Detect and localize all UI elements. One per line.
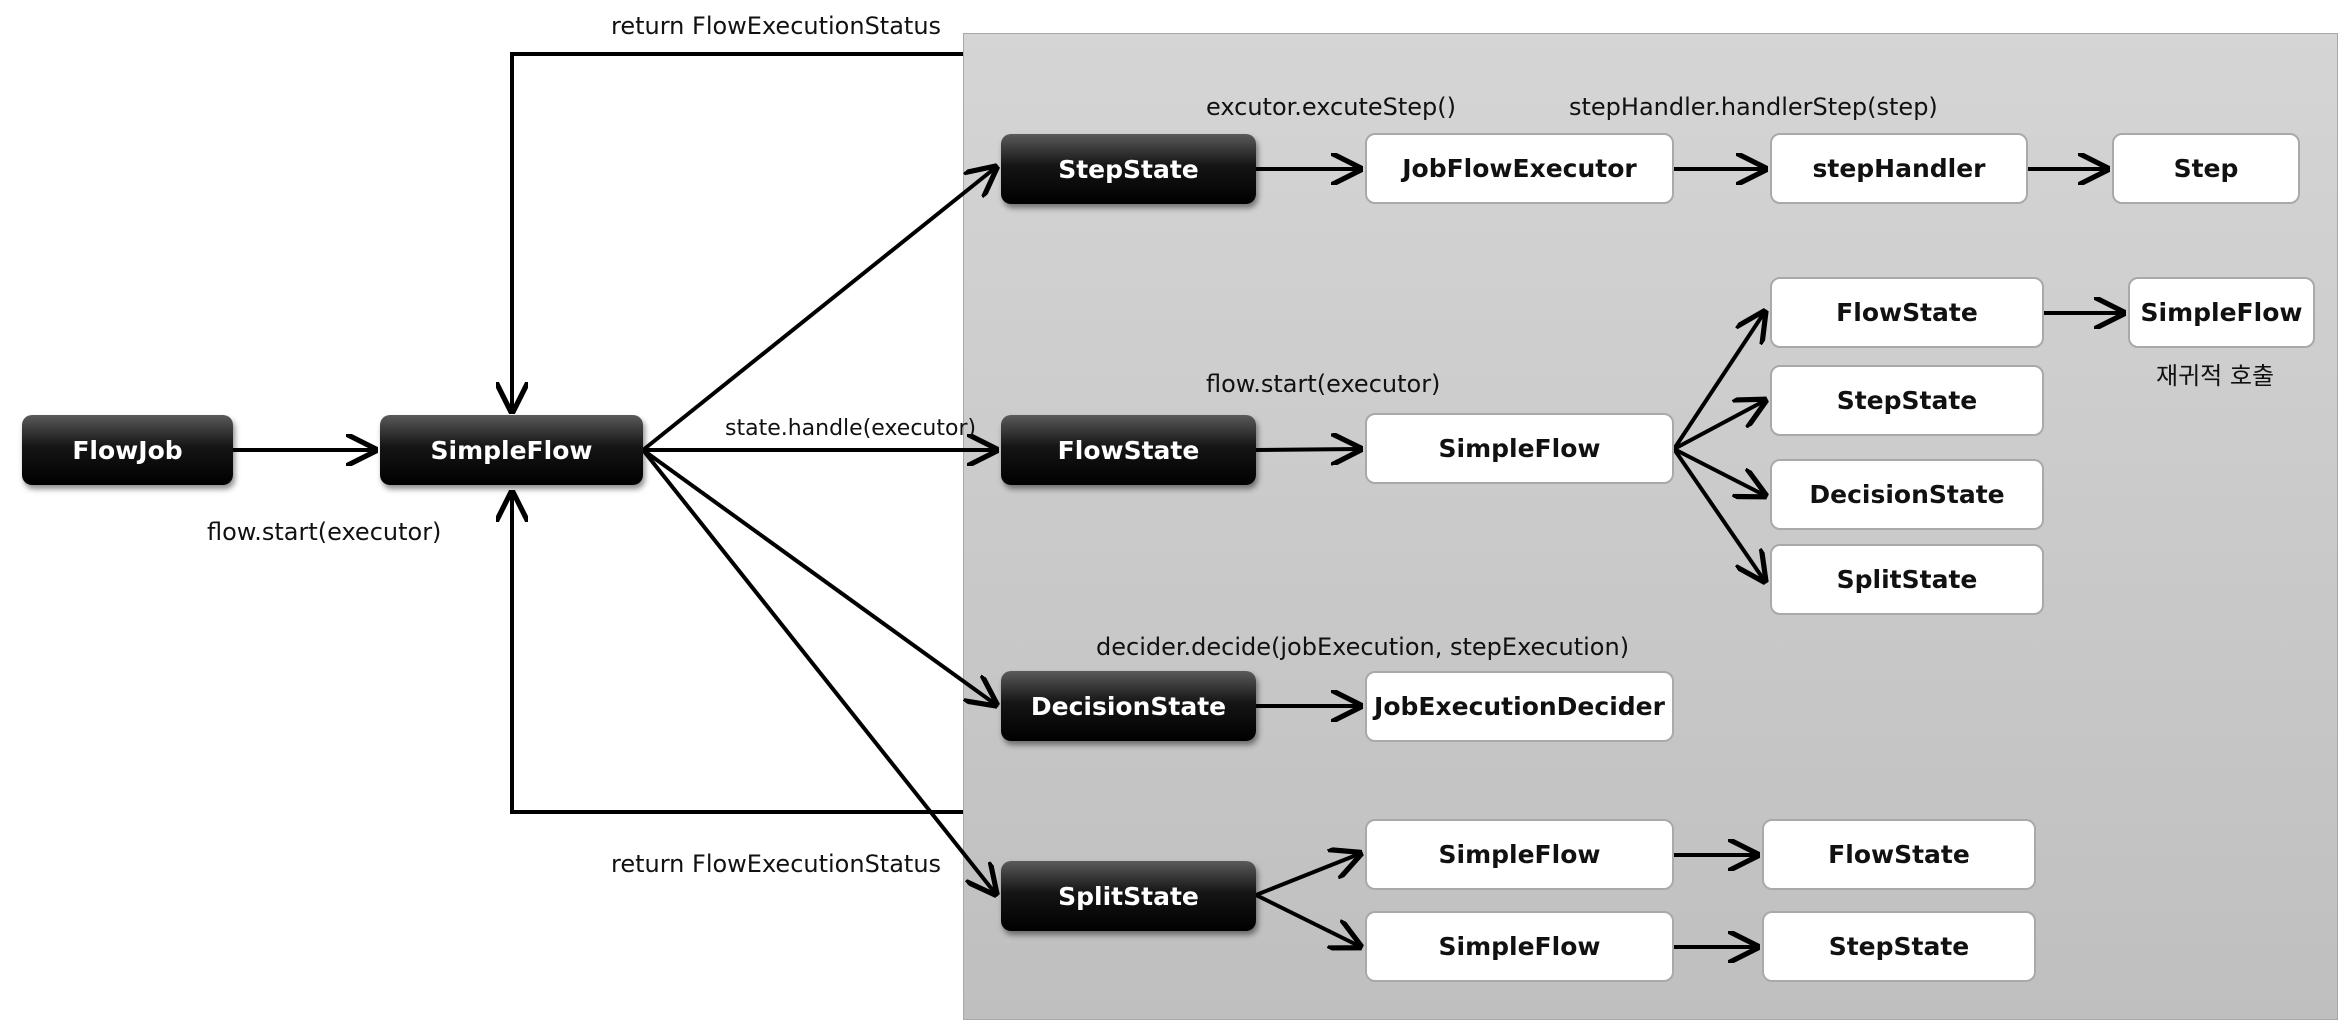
return-status-label-bottom: return FlowExecutionStatus xyxy=(611,850,942,878)
split-simpleflow-2-node: SimpleFlow xyxy=(1365,911,1674,982)
recursive-call-label: 재귀적 호출 xyxy=(2156,362,2275,390)
arrow-return-bottom xyxy=(512,494,963,814)
split-flowstate-node: FlowState xyxy=(1762,819,2036,890)
simpleflow-child-node: SimpleFlow xyxy=(1365,413,1674,484)
arrow-split-to-simpleflow-2 xyxy=(1255,893,1359,946)
arrow-to-decisionstate xyxy=(641,448,995,704)
branch-flowstate-node: FlowState xyxy=(1770,277,2044,348)
decider-decide-label: decider.decide(jobExecution, stepExecuti… xyxy=(1096,633,1630,661)
jobflowexecutor-node: JobFlowExecutor xyxy=(1365,133,1674,204)
stepstate-node: StepState xyxy=(1001,134,1256,204)
flow-start-label-child: flow.start(executor) xyxy=(1206,370,1441,398)
arrow-flowstate-to-simpleflow xyxy=(1255,449,1359,450)
decisionstate-node: DecisionState xyxy=(1001,671,1256,741)
recursive-simpleflow-node: SimpleFlow xyxy=(2128,277,2315,348)
jobexecutiondecider-node: JobExecutionDecider xyxy=(1365,671,1674,742)
branch-decisionstate-node: DecisionState xyxy=(1770,459,2044,530)
split-simpleflow-1-node: SimpleFlow xyxy=(1365,819,1674,890)
state-handle-label: state.handle(executor) xyxy=(725,416,977,441)
return-status-label-top: return FlowExecutionStatus xyxy=(611,12,942,40)
arrow-simpleflow-to-branch-splitstate xyxy=(1672,447,1764,580)
arrow-simpleflow-to-branch-flowstate xyxy=(1672,313,1764,451)
arrow-to-stepstate xyxy=(641,168,995,452)
arrow-simpleflow-to-branch-stepstate xyxy=(1673,401,1764,451)
excute-step-label: excutor.excuteStep() xyxy=(1206,93,1456,121)
simpleflow-main-node: SimpleFlow xyxy=(380,415,643,485)
flowjob-node: FlowJob xyxy=(22,415,233,485)
handler-step-label: stepHandler.handlerStep(step) xyxy=(1569,93,1938,121)
flow-start-label-main: flow.start(executor) xyxy=(207,518,442,546)
splitstate-node: SplitState xyxy=(1001,861,1256,931)
step-node: Step xyxy=(2112,133,2300,204)
branch-stepstate-node: StepState xyxy=(1770,365,2044,436)
arrow-return-top xyxy=(512,52,963,410)
split-stepstate-node: StepState xyxy=(1762,911,2036,982)
flowstate-node: FlowState xyxy=(1001,415,1256,485)
stephandler-node: stepHandler xyxy=(1770,133,2028,204)
arrow-split-to-simpleflow-1 xyxy=(1255,854,1359,897)
branch-splitstate-node: SplitState xyxy=(1770,544,2044,615)
arrow-simpleflow-to-branch-decisionstate xyxy=(1673,447,1764,495)
arrow-to-splitstate xyxy=(641,448,995,893)
